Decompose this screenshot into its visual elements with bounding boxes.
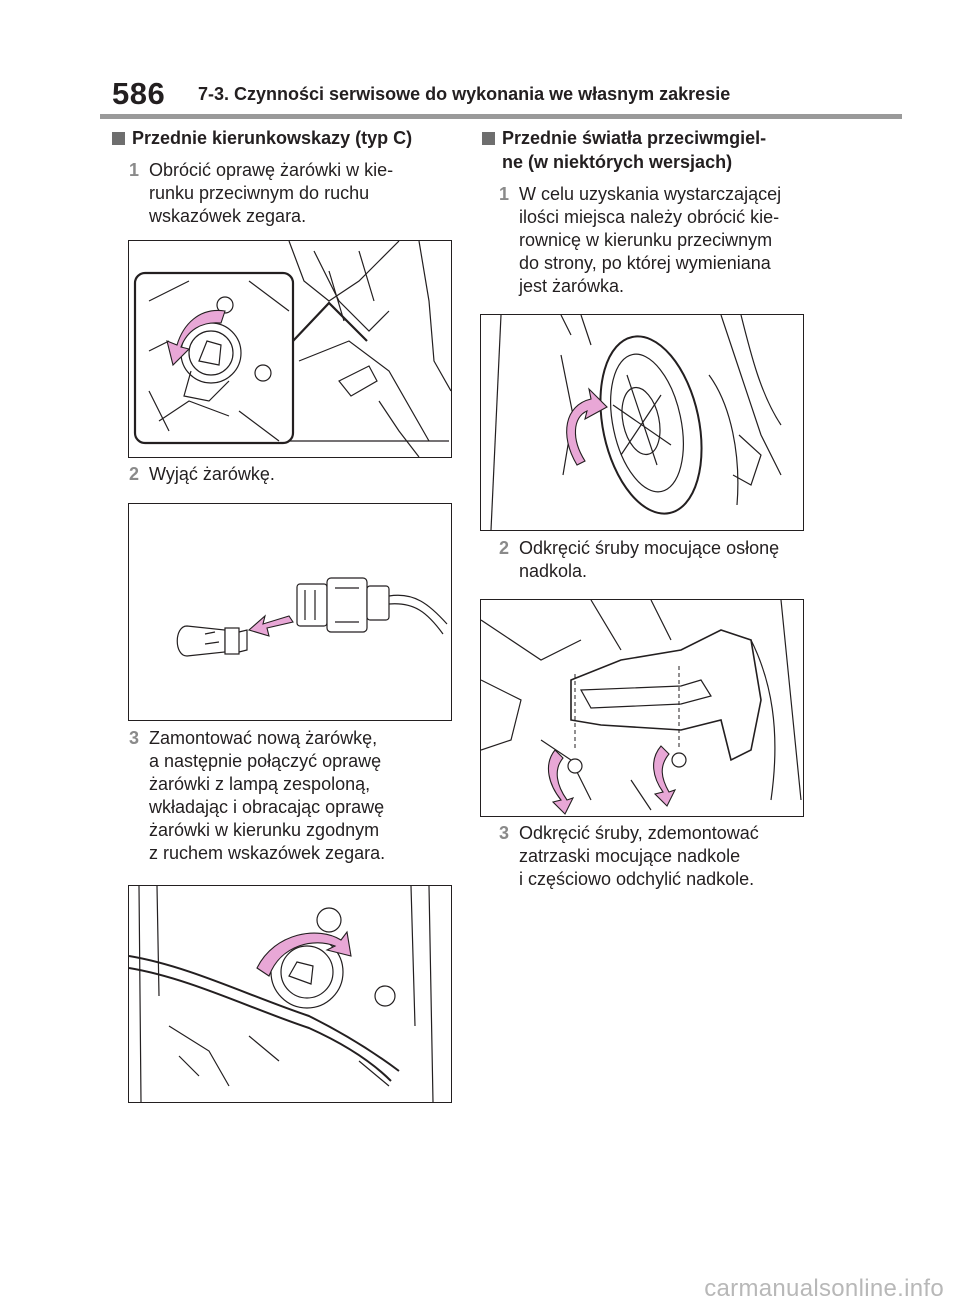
page-header: 586 7-3. Czynności serwisowe do wykonani… [112,76,902,116]
right-step-2: 2 Odkręcić śruby mocujące osłonę nadkola… [482,537,879,583]
left-step-1: 1 Obrócić oprawę żarówki w kie- runku pr… [112,159,462,228]
left-step-2: 2 Wyjąć żarówkę. [112,463,499,486]
right-step-1: 1 W celu uzyskania wystarczającej ilości… [482,183,842,298]
unscrew-arrow-icon [653,745,677,807]
step-number: 3 [499,823,510,843]
step-number: 3 [129,728,140,748]
liner-screws-illustration [481,600,802,815]
step-number: 2 [499,538,510,558]
bulb-removal-illustration [176,577,448,657]
section-title: 7-3. Czynności serwisowe do wykonania we… [198,84,731,104]
step-text: Odkręcić śruby, zdemontować zatrzaski mo… [519,823,759,889]
pull-out-arrow-icon [247,614,294,637]
left-step-3: 3 Zamontować nową żarówkę, a następnie p… [112,727,499,865]
rotate-ccw-arrow-icon [166,309,226,367]
left-heading-text: Przednie kierunkowskazy (typ C) [132,128,413,148]
step-text: Odkręcić śruby mocujące osłonę nadkola. [519,538,780,581]
socket-install-illustration [129,886,434,1102]
rotate-cw-arrow-icon [256,930,352,977]
step-text: W celu uzyskania wystarczającej ilości m… [519,184,782,296]
left-heading: Przednie kierunkowskazy (typ C) [112,126,462,150]
step-text: Wyjąć żarówkę. [149,464,275,484]
right-heading: Przednie światła przeciwmgiel- ne (w nie… [482,126,842,174]
right-step-3: 3 Odkręcić śruby, zdemontować zatrzaski … [482,822,879,891]
left-column: Przednie kierunkowskazy (typ C) 1 Obróci… [112,126,462,228]
right-heading-text: Przednie światła przeciwmgiel- ne (w nie… [502,128,767,172]
right-column: Przednie światła przeciwmgiel- ne (w nie… [482,126,842,298]
screw-icon [671,752,687,768]
page-number: 586 [112,76,166,111]
step-number: 2 [129,464,140,484]
watermark: carmanualsonline.info [704,1275,944,1302]
figure-turn-wheel [480,314,804,531]
screw-icon [567,758,583,774]
heading-square-icon [112,132,125,145]
figure-liner-screws [480,599,804,817]
unscrew-arrow-icon [547,749,575,815]
wheel-turn-illustration [490,315,782,530]
header-rule [100,114,902,119]
figure-remove-bulb [128,503,452,721]
step-text: Obrócić oprawę żarówki w kie- runku prze… [149,160,394,226]
step-number: 1 [499,184,510,204]
figure-turn-socket-ccw [128,240,452,458]
figure-install-socket-cw [128,885,452,1103]
heading-square-icon [482,132,495,145]
step-text: Zamontować nową żarówkę, a następnie poł… [149,728,386,863]
step-number: 1 [129,160,140,180]
socket-rotation-illustration [133,241,451,457]
steer-arrow-icon [566,387,608,466]
